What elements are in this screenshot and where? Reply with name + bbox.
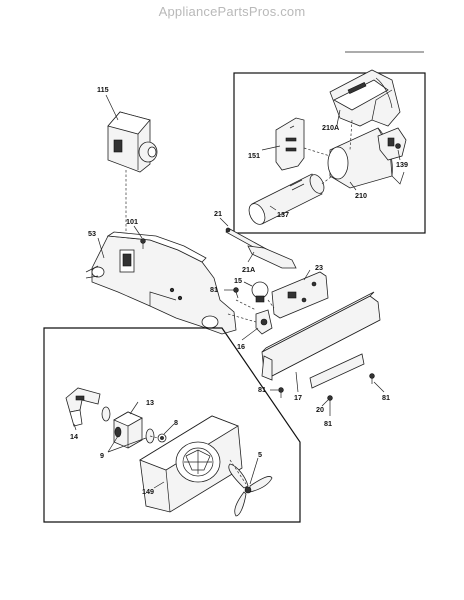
part-115-motor-assembly[interactable] <box>107 111 158 173</box>
label-23: 23 <box>315 263 323 272</box>
label-21a: 21A <box>242 265 255 274</box>
part-5-fan-blade[interactable] <box>228 463 273 517</box>
part-53-main-housing[interactable] <box>85 231 237 335</box>
label-8: 8 <box>174 418 178 427</box>
label-210: 210 <box>355 191 367 200</box>
part-81-screw-d[interactable] <box>369 373 375 384</box>
part-101-screw[interactable] <box>140 238 146 249</box>
part-81-screw-b[interactable] <box>278 387 284 398</box>
part-81-screw-a[interactable] <box>233 287 239 299</box>
part-149-fan-shroud[interactable] <box>139 415 243 513</box>
leader-lines <box>73 94 401 489</box>
part-16-socket[interactable] <box>255 309 273 335</box>
label-14: 14 <box>70 432 78 441</box>
label-20: 20 <box>316 405 324 414</box>
lower-inset-frame <box>43 327 301 523</box>
part-81-screw-c[interactable] <box>327 395 333 406</box>
part-13-fan-motor[interactable] <box>101 406 155 449</box>
label-13: 13 <box>146 398 154 407</box>
part-14-bracket[interactable] <box>65 387 101 427</box>
label-81-d: 81 <box>382 393 390 402</box>
label-115: 115 <box>97 85 109 94</box>
label-16: 16 <box>237 342 245 351</box>
label-21: 21 <box>214 209 222 218</box>
label-53: 53 <box>88 229 96 238</box>
label-81-a: 81 <box>210 285 218 294</box>
part-151-cover[interactable] <box>275 117 305 171</box>
label-210a: 210A <box>322 123 339 132</box>
part-21a-bracket[interactable] <box>247 245 297 269</box>
upper-inset-frame <box>233 72 426 234</box>
part-20-trim[interactable] <box>309 353 365 389</box>
label-137: 137 <box>277 210 289 219</box>
label-17: 17 <box>294 393 302 402</box>
part-210a-housing[interactable] <box>329 69 401 127</box>
label-81-b: 81 <box>258 385 266 394</box>
part-139-switch[interactable] <box>377 127 407 161</box>
label-101: 101 <box>126 217 138 226</box>
part-23-bracket[interactable] <box>271 271 329 319</box>
label-139: 139 <box>396 160 408 169</box>
label-5: 5 <box>258 450 262 459</box>
watermark-header: AppliancePartsPros.com <box>158 4 306 19</box>
label-81-c: 81 <box>324 419 332 428</box>
part-17-front-panel[interactable] <box>261 291 381 381</box>
part-8-clip[interactable] <box>157 433 167 443</box>
part-15-bulb[interactable] <box>251 281 269 303</box>
label-151: 151 <box>248 151 260 160</box>
label-149: 149 <box>142 487 154 496</box>
label-9: 9 <box>100 451 104 460</box>
part-137-filter-cartridge[interactable] <box>246 172 327 227</box>
part-9-grommet[interactable] <box>114 426 122 438</box>
label-15: 15 <box>234 276 242 285</box>
